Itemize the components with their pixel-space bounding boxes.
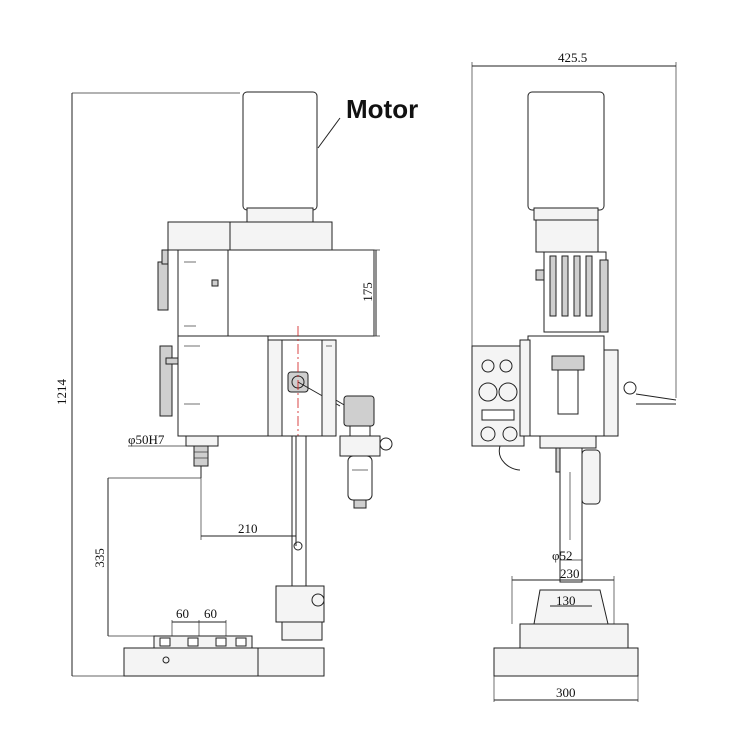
- side-base: 300: [493, 647, 639, 702]
- side-spindle-housing: [519, 335, 677, 473]
- head-height-dimension: 175: [330, 249, 380, 337]
- slot-pitch-dimension: 60 60: [171, 606, 227, 640]
- side-view: 425.5: [471, 50, 677, 702]
- side-column: φ52: [552, 447, 601, 583]
- overall-width-label: 425.5: [558, 50, 587, 65]
- air-filter-regulator: [339, 395, 393, 509]
- side-motor: [527, 91, 605, 253]
- table-slot-label: 130: [556, 593, 576, 608]
- table-distance-label: 335: [92, 548, 107, 568]
- motor: [242, 91, 341, 223]
- side-gear-section: [535, 251, 609, 333]
- table-distance-dimension: 335: [92, 477, 201, 637]
- reach-label: 210: [238, 521, 258, 536]
- overall-height-dimension: 1214: [54, 92, 240, 677]
- slot-pitch-1-label: 60: [176, 606, 189, 621]
- overall-height-label: 1214: [54, 379, 69, 406]
- spindle-housing: [177, 335, 283, 478]
- reach-dimension: 210: [200, 478, 296, 540]
- table-width-dimension: 230: [511, 566, 615, 624]
- column-diameter-label: φ52: [552, 548, 573, 563]
- column: [275, 435, 325, 641]
- feed-mechanism: [281, 339, 347, 437]
- front-view: 1214 Motor 175: [54, 91, 418, 677]
- head-height-label: 175: [360, 282, 375, 302]
- side-table: 130: [519, 589, 629, 649]
- slot-pitch-2-label: 60: [204, 606, 217, 621]
- motor-callout: Motor: [346, 94, 418, 124]
- work-table: [153, 635, 253, 649]
- table-width-label: 230: [560, 566, 580, 581]
- gear-head: [157, 221, 375, 417]
- base: [123, 647, 325, 677]
- spindle-bore-label: φ50H7: [128, 432, 165, 447]
- control-panel: [471, 345, 525, 471]
- base-width-label: 300: [556, 685, 576, 700]
- overall-width-dimension: 425.5: [471, 50, 677, 398]
